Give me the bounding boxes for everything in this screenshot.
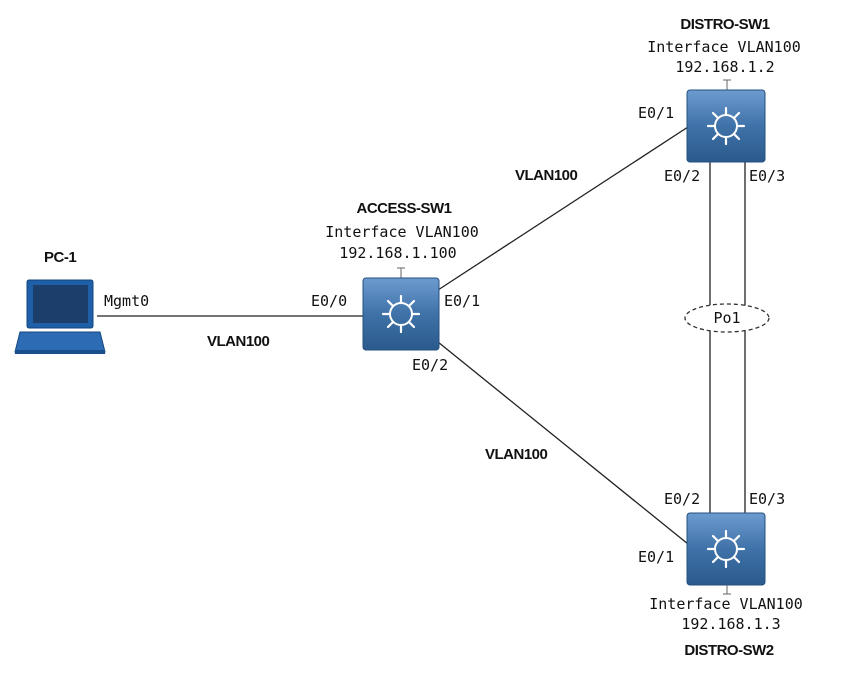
distro-sw2-ip-address: 192.168.1.3 xyxy=(681,615,781,633)
distro-sw2-vlan-interface: Interface VLAN100 xyxy=(649,595,803,613)
access-ip-address: 192.168.1.100 xyxy=(339,244,457,262)
link-access-distro2 xyxy=(437,341,689,545)
access-vlan-interface: Interface VLAN100 xyxy=(325,223,479,241)
distro-sw2-name: DISTRO-SW2 xyxy=(684,642,774,659)
access-switch-icon xyxy=(362,267,440,351)
pc1-name: PC-1 xyxy=(44,249,77,266)
distro-sw1-port-e0-1: E0/1 xyxy=(638,104,675,122)
distro-sw1-vlan-interface: Interface VLAN100 xyxy=(647,38,801,56)
portchannel-ellipse xyxy=(684,303,770,333)
vlan-label-pc-access: VLAN100 xyxy=(207,333,270,350)
access-switch-name: ACCESS-SW1 xyxy=(356,200,452,217)
distro-sw1-ip-address: 192.168.1.2 xyxy=(675,58,775,76)
portchannel-label: Po1 xyxy=(713,309,741,327)
access-port-e0-1: E0/1 xyxy=(444,292,481,310)
distro-sw1-switch-icon xyxy=(686,79,766,163)
access-port-e0-0: E0/0 xyxy=(311,292,348,310)
distro-sw2-port-e0-2: E0/2 xyxy=(664,490,701,508)
vlan-label-access-distro1: VLAN100 xyxy=(515,167,578,184)
pc1-interface-label: Mgmt0 xyxy=(104,292,150,310)
distro-sw1-port-e0-2: E0/2 xyxy=(664,167,701,185)
distro-sw2-port-e0-3: E0/3 xyxy=(749,490,786,508)
distro-sw1-port-e0-3: E0/3 xyxy=(749,167,786,185)
distro-sw2-port-e0-1: E0/1 xyxy=(638,548,675,566)
distro-sw2-switch-icon xyxy=(686,512,766,595)
vlan-label-access-distro2: VLAN100 xyxy=(485,446,548,463)
distro-sw1-name: DISTRO-SW1 xyxy=(680,16,770,33)
access-port-e0-2: E0/2 xyxy=(412,356,449,374)
laptop-icon xyxy=(14,279,106,354)
link-access-distro1 xyxy=(437,126,689,291)
